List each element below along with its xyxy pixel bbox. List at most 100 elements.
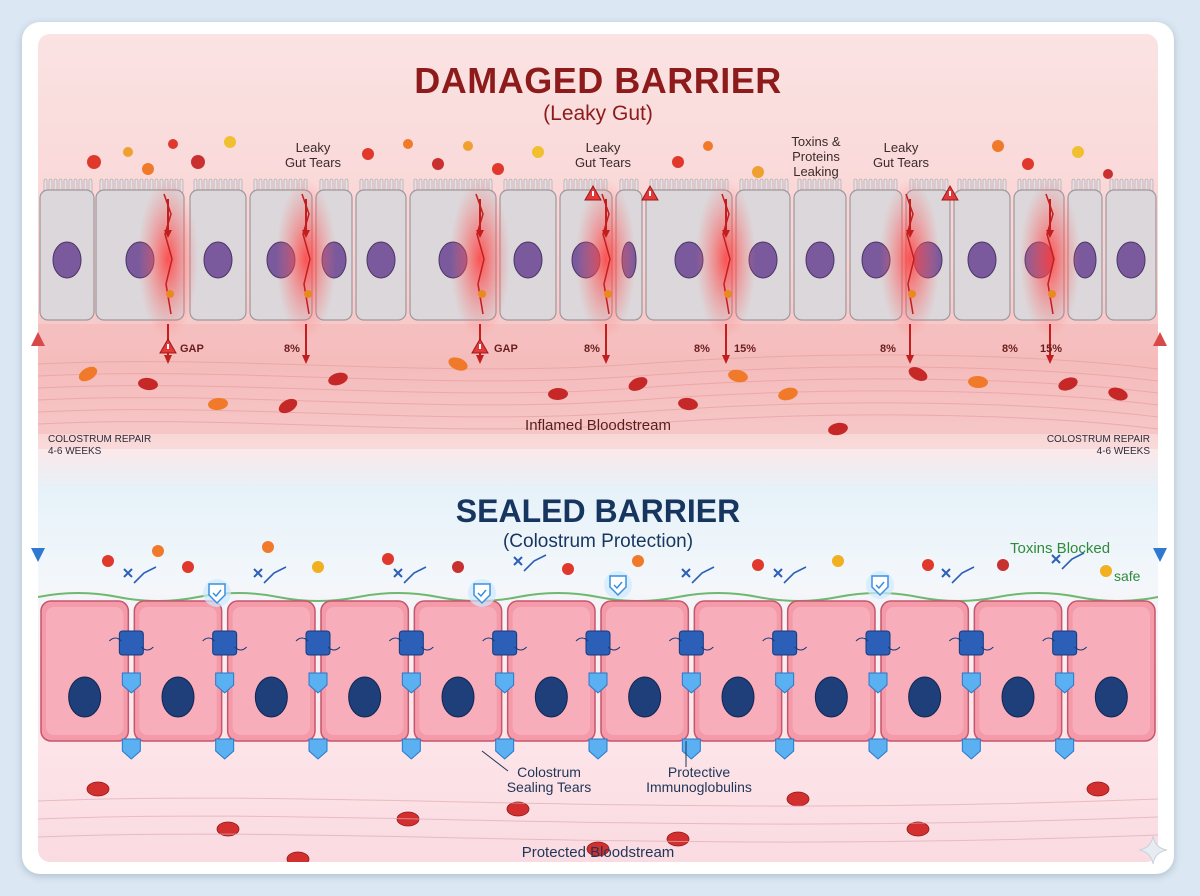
blocked-toxin [632,555,644,567]
nucleus [349,677,381,717]
blocked-toxin [152,545,164,557]
toxin-particle [191,155,205,169]
sealed-cell [788,601,875,741]
blocked-toxin [752,559,764,571]
nucleus [629,677,661,717]
immunoglobulin-shield [869,739,887,759]
leaking-particle [478,290,486,298]
immunoglobulin-shield [682,739,700,759]
sealed-cell [974,601,1061,741]
toxin-particle [532,146,544,158]
leaky-gut-tears-label: Leaky Gut Tears [856,140,946,170]
sealed-barrier-panel: SEALED BARRIER (Colostrum Protection) To… [38,489,1158,862]
nucleus [815,677,847,717]
nucleus [69,677,101,717]
shield-check-icon [604,571,632,599]
leak-percent-label: 8% [880,343,896,355]
toxin-particle [672,156,684,168]
shield-check-icon [468,579,496,607]
gap-label: GAP [180,343,204,355]
sealed-barrier-illustration [38,489,1158,862]
nucleus [162,677,194,717]
damaged-cell [794,179,846,320]
nucleus [535,677,567,717]
nucleus [806,242,834,278]
blood-flow-line [38,798,1158,806]
colostrum-repair-label-right: COLOSTRUM REPAIR 4-6 WEEKS [1046,434,1150,458]
protected-bloodstream-label: Protected Bloodstream [448,845,748,860]
junction-block [119,631,143,655]
leak-percent-label: 8% [1002,343,1018,355]
toxin-particle [703,141,713,151]
deflect-arrow [404,567,426,583]
shield-check-icon [866,571,894,599]
nucleus [514,242,542,278]
blocked-arrow-icon [942,567,974,583]
toxin-particle [752,166,764,178]
toxin-particle [492,163,504,175]
toxin-particle [1103,169,1113,179]
toxin-particle [463,141,473,151]
sealed-cell [694,601,781,741]
sealed-cell [601,601,688,741]
sealed-cell [414,601,501,741]
repair-duration: 4-6 WEEKS [48,446,151,458]
blocked-toxin [562,563,574,575]
junction-block [866,631,890,655]
sealed-cell [321,601,408,741]
blocked-arrow-icon [124,567,156,583]
damaged-barrier-illustration [38,34,1158,449]
block-x [514,557,522,565]
blocked-toxin [452,561,464,573]
toxin-particle [432,158,444,170]
sealed-cell [508,601,595,741]
toxin-particle [1022,158,1034,170]
repair-divider [38,449,1158,489]
nucleus [722,677,754,717]
toxin-particle [1072,146,1084,158]
immunoglobulin-shield [122,739,140,759]
warning-mark [479,344,481,349]
diagram-frame: DAMAGED BARRIER (Leaky Gut) Leaky Gut Te… [22,22,1174,874]
warning-mark [592,191,594,196]
repair-text: COLOSTRUM REPAIR [48,434,151,446]
immunoglobulin-shield [309,739,327,759]
sealed-cell [228,601,315,741]
blocked-arrow-icon [682,567,714,583]
toxin-particle [168,139,178,149]
toxins-leaking-label: Toxins & Proteins Leaking [776,134,856,179]
junction-block [399,631,423,655]
blood-cell [287,852,309,862]
leak-percent-label: 8% [584,343,600,355]
deflect-arrow [952,567,974,583]
immunoglobulin-shield [216,739,234,759]
toxin-particle [123,147,133,157]
junction-block [493,631,517,655]
junction-block [679,631,703,655]
blood-flow-line [38,816,1158,824]
warning-mark [167,344,169,349]
deflect-arrow [524,555,546,571]
sealed-cell [881,601,968,741]
blocked-arrow-icon [254,567,286,583]
nucleus [909,677,941,717]
blood-cell [87,782,109,796]
junction-block [306,631,330,655]
toxin-particle [224,136,236,148]
damaged-cell [356,179,406,320]
blocked-toxin [262,541,274,553]
nucleus [1002,677,1034,717]
blood-flow-line [38,834,1158,842]
repair-text: COLOSTRUM REPAIR [1046,434,1150,446]
nucleus [1117,242,1145,278]
leak-percent-label: 15% [1040,343,1062,355]
junction-block [1053,631,1077,655]
blocked-arrow-icon [394,567,426,583]
toxins-blocked-label: Toxins Blocked [1010,541,1110,556]
damaged-cell [190,179,246,320]
toxin-particle [403,139,413,149]
blocked-toxin [832,555,844,567]
deflect-arrow [264,567,286,583]
immunoglobulin-shield [589,739,607,759]
nucleus [53,242,81,278]
